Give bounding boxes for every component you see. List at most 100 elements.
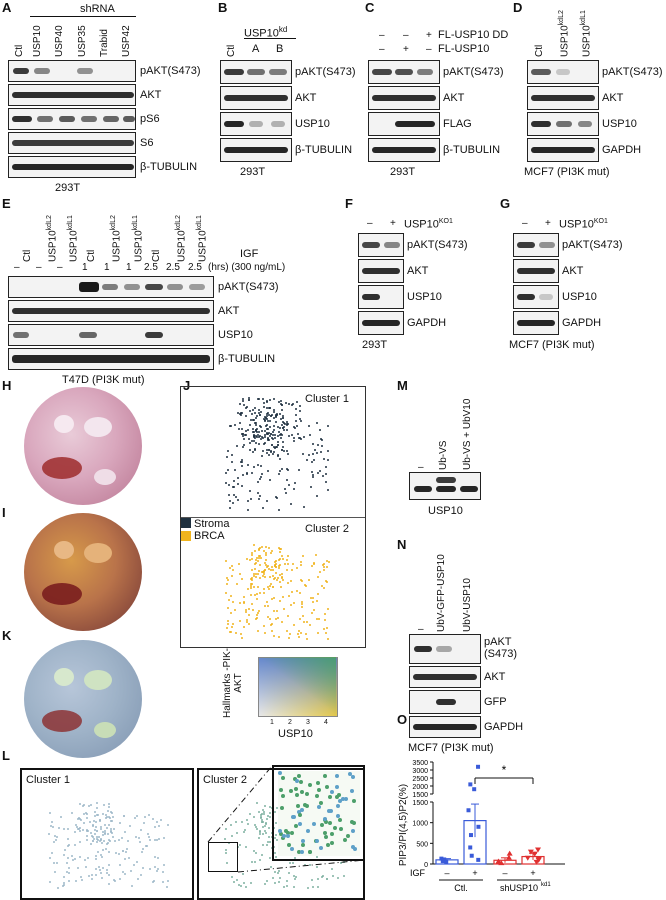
scatter-point xyxy=(225,576,228,579)
scatter-point xyxy=(301,605,304,608)
scatter-point xyxy=(262,575,265,578)
scatter-point xyxy=(47,832,50,835)
scatter-point xyxy=(309,434,312,437)
scatter-point xyxy=(104,833,107,836)
scatter-point xyxy=(110,810,113,813)
scatter-point xyxy=(317,575,320,578)
scatter-point xyxy=(239,601,242,604)
scatter-point xyxy=(245,610,248,613)
scatter-point xyxy=(267,814,270,817)
scatter-point xyxy=(244,415,247,418)
scatter-point xyxy=(279,470,282,473)
scatter-point xyxy=(226,606,229,609)
scatter-point xyxy=(113,839,116,842)
scatter-point xyxy=(262,810,265,813)
scatter-point xyxy=(264,554,267,557)
scatter-point xyxy=(253,550,256,553)
scatter-point xyxy=(60,816,63,819)
zoom-point xyxy=(303,802,308,807)
scatter-point xyxy=(238,562,241,565)
scatter-point xyxy=(256,572,259,575)
scatter-point xyxy=(123,815,125,818)
lane-label: USP10kdL2 xyxy=(175,215,188,262)
scatter-point xyxy=(235,631,238,634)
scatter-point xyxy=(266,615,269,618)
cell-line-label: MCF7 (PI3K mut) xyxy=(524,166,610,178)
scatter-point xyxy=(272,610,275,613)
scatter-point xyxy=(320,875,323,878)
scatter-point xyxy=(57,886,60,889)
blot-label: AKT xyxy=(407,265,429,277)
scatter-point xyxy=(254,406,257,409)
blot-strip xyxy=(368,138,440,162)
scatter-point xyxy=(268,407,271,410)
sign: – xyxy=(379,30,385,41)
zoom-point xyxy=(281,794,286,799)
scatter-point xyxy=(277,400,280,403)
scatter-point xyxy=(49,812,52,815)
scatter-point xyxy=(324,466,327,469)
scatter-point xyxy=(233,485,236,488)
scatter-point xyxy=(267,840,270,843)
blot-label: GAPDH xyxy=(602,144,642,156)
scatter-point xyxy=(313,561,316,564)
zoom-point xyxy=(328,809,333,814)
scatter-point xyxy=(278,427,281,430)
scatter-point xyxy=(323,586,326,589)
scatter-point xyxy=(54,839,57,842)
scatter-point xyxy=(251,554,254,557)
scatter-point xyxy=(246,428,249,431)
scatter-point xyxy=(252,451,255,454)
colorbar-tick: 2 xyxy=(288,719,292,726)
scatter-point xyxy=(281,417,284,420)
scatter-point xyxy=(288,434,291,437)
scatter-point xyxy=(320,445,323,448)
scatter-point xyxy=(66,870,69,873)
scatter-point xyxy=(99,839,102,842)
scatter-point xyxy=(292,875,295,878)
scatter-point xyxy=(256,464,259,467)
scatter-point xyxy=(62,884,65,887)
scatter-point xyxy=(274,870,277,873)
scatter-point xyxy=(89,820,92,823)
scatter-point xyxy=(253,447,256,450)
scatter-point xyxy=(237,482,240,485)
scatter-point xyxy=(268,585,271,588)
zoom-point xyxy=(352,821,357,826)
scatter-point xyxy=(269,623,272,626)
scatter-point xyxy=(104,823,106,826)
scatter-point xyxy=(304,864,307,867)
scatter-point xyxy=(108,817,111,820)
data-point xyxy=(468,845,473,850)
scatter-point xyxy=(275,413,278,416)
cell-line-label: 293T xyxy=(390,166,416,178)
scatter-point xyxy=(254,567,257,570)
scatter-point xyxy=(252,850,255,853)
scatter-point xyxy=(95,835,98,838)
scatter-point xyxy=(261,507,264,510)
scatter-point xyxy=(255,575,258,578)
scatter-point xyxy=(226,579,229,582)
blot-strip xyxy=(409,666,481,688)
scatter-point xyxy=(279,458,282,461)
scatter-point xyxy=(261,833,264,836)
scatter-point xyxy=(291,591,294,594)
zoom-point xyxy=(328,820,333,825)
scatter-point xyxy=(270,583,273,586)
significance-star: * xyxy=(502,763,507,777)
scatter-point xyxy=(278,547,281,550)
scatter-point xyxy=(270,598,273,601)
scatter-point xyxy=(281,441,284,444)
scatter-point xyxy=(253,439,256,442)
scatter-point xyxy=(143,816,146,819)
scatter-point xyxy=(262,826,265,829)
scatter-point xyxy=(241,460,244,463)
scatter-point xyxy=(259,411,262,414)
scatter-point xyxy=(258,576,261,579)
scatter-point xyxy=(326,559,329,562)
zoom-region xyxy=(208,842,238,872)
scatter-point xyxy=(300,632,303,635)
lane-label: Ctl xyxy=(22,249,33,262)
scatter-point xyxy=(252,427,255,430)
scatter-point xyxy=(55,862,58,865)
